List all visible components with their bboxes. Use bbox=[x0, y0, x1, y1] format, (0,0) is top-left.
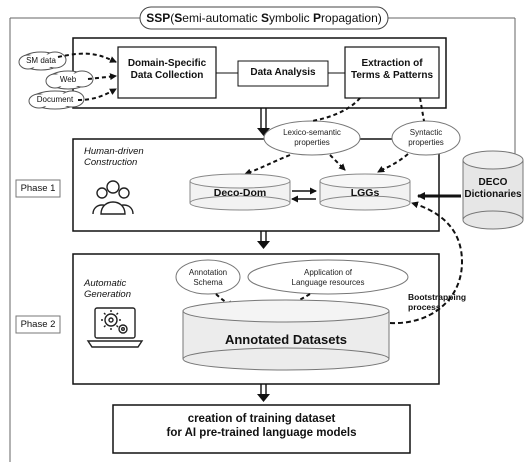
collection-label: Domain-Specific Data Collection bbox=[127, 58, 207, 81]
arrow-document bbox=[77, 88, 117, 101]
source-web-label: Web bbox=[59, 75, 77, 84]
title-part: emi-automatic bbox=[182, 11, 261, 25]
phase2-label: Phase 2 bbox=[20, 319, 56, 330]
syntactic-label: Syntactic properties bbox=[408, 128, 444, 147]
laptop-gears-icon bbox=[86, 307, 144, 348]
dash-extraction-syntactic bbox=[419, 97, 425, 122]
arrow-schema-datasets bbox=[215, 293, 233, 308]
final-label: creation of training dataset for AI pre-… bbox=[166, 413, 357, 439]
cloud-annotation-schema bbox=[175, 259, 241, 295]
cylinder-datasets bbox=[182, 299, 390, 371]
arrow-phase2-final bbox=[257, 394, 270, 402]
cloud-syntactic bbox=[391, 120, 461, 156]
cylinder-deco bbox=[462, 150, 524, 230]
arrow-syntactic-lggs bbox=[377, 153, 409, 173]
arrow-web bbox=[87, 73, 117, 81]
phase1-label-box bbox=[15, 179, 61, 198]
extraction-label: Extraction of Terms & Patterns bbox=[350, 58, 434, 81]
arrow-smdata bbox=[57, 52, 117, 63]
bootstrapping-label: Bootstrapping process bbox=[408, 292, 467, 313]
phase1-heading: Human-driven Construction bbox=[84, 146, 144, 169]
lggs-label: LGGs bbox=[350, 187, 380, 199]
title-part: P bbox=[313, 11, 322, 25]
annotation-schema-label: Annotation Schema bbox=[188, 268, 228, 287]
phase2-heading: Automatic Generation bbox=[84, 278, 132, 301]
phase1-label: Phase 1 bbox=[20, 183, 56, 194]
title-part: ropagation) bbox=[321, 11, 382, 25]
cylinder-lggs bbox=[319, 173, 411, 211]
source-sm-data-label: SM data bbox=[26, 56, 56, 65]
arrow-lexico-lggs bbox=[329, 154, 346, 171]
arrow-lexico-decodom bbox=[244, 154, 291, 176]
source-document-label: Document bbox=[36, 95, 74, 104]
dash-extraction-lexico bbox=[311, 97, 361, 122]
decodom-label: Deco-Dom bbox=[213, 187, 267, 199]
title-pill bbox=[139, 6, 389, 30]
title-part: ( bbox=[170, 11, 175, 25]
people-icon bbox=[92, 180, 134, 215]
analysis-label: Data Analysis bbox=[250, 67, 316, 78]
language-resources-label: Application of Language resources bbox=[291, 268, 365, 287]
diagram-title: SSP(Semi-automatic Symbolic Propagation) bbox=[140, 11, 388, 25]
cylinder-decodom bbox=[189, 173, 291, 211]
datasets-label: Annotated Datasets bbox=[224, 332, 348, 347]
cloud-document bbox=[28, 90, 85, 110]
title-part: S bbox=[174, 11, 183, 25]
title-part: SSP bbox=[146, 11, 171, 25]
final-box bbox=[112, 404, 411, 454]
lexico-label: Lexico-semantic properties bbox=[283, 128, 341, 147]
arrow-top-phase1 bbox=[257, 128, 270, 136]
cloud-lexico bbox=[263, 120, 361, 156]
phase2-label-box bbox=[15, 315, 61, 334]
cloud-web bbox=[45, 70, 94, 90]
title-part: S bbox=[260, 11, 269, 25]
arrow-bootstrapping bbox=[389, 201, 464, 325]
cloud-language-resources bbox=[247, 259, 409, 295]
arrow-phase1-phase2 bbox=[257, 241, 270, 249]
title-part: ymbolic bbox=[269, 11, 314, 25]
deco-dictionaries-label: DECO Dictionaries bbox=[464, 177, 522, 200]
box-collection bbox=[117, 46, 217, 99]
